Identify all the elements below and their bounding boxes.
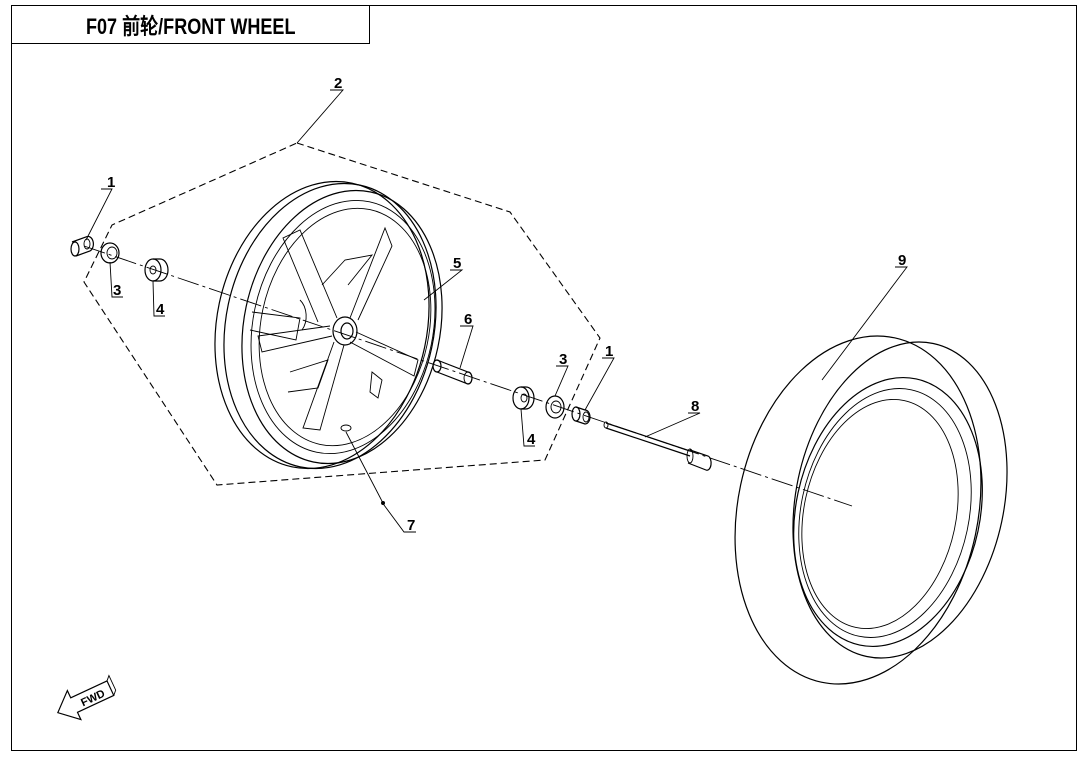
callout-2: 2 — [334, 75, 342, 92]
oil-seal-right — [545, 395, 565, 419]
callout-5: 5 — [453, 255, 461, 272]
bearing-right — [512, 386, 535, 410]
drawing-frame — [11, 5, 1077, 751]
leader-lines — [85, 89, 908, 533]
callout-3-right: 3 — [559, 351, 567, 368]
assembly-group-outline — [83, 142, 601, 486]
callout-7: 7 — [407, 517, 415, 534]
wheel-rim — [214, 180, 443, 470]
valve-marker-dot — [381, 501, 385, 505]
front-tire — [734, 335, 1008, 685]
callout-1-left: 1 — [107, 174, 115, 191]
callout-1-right: 1 — [605, 343, 613, 360]
axle-centerline — [83, 245, 853, 507]
title-block: F07 前轮/FRONT WHEEL — [11, 5, 370, 44]
front-axle — [603, 421, 712, 471]
distance-collar — [432, 359, 473, 385]
callout-9: 9 — [898, 252, 906, 269]
bearing-left — [144, 258, 169, 282]
page-title: F07 前轮/FRONT WHEEL — [85, 13, 296, 39]
callout-4-left: 4 — [156, 301, 165, 318]
callout-4-right: 4 — [527, 431, 536, 448]
fwd-label: FWD — [79, 688, 107, 709]
collar-right — [571, 406, 591, 425]
callout-6: 6 — [464, 311, 472, 328]
callout-3-left: 3 — [113, 282, 121, 299]
forward-direction-arrow-icon: FWD — [56, 674, 117, 721]
collar-left — [70, 235, 94, 257]
callout-8: 8 — [691, 398, 699, 415]
